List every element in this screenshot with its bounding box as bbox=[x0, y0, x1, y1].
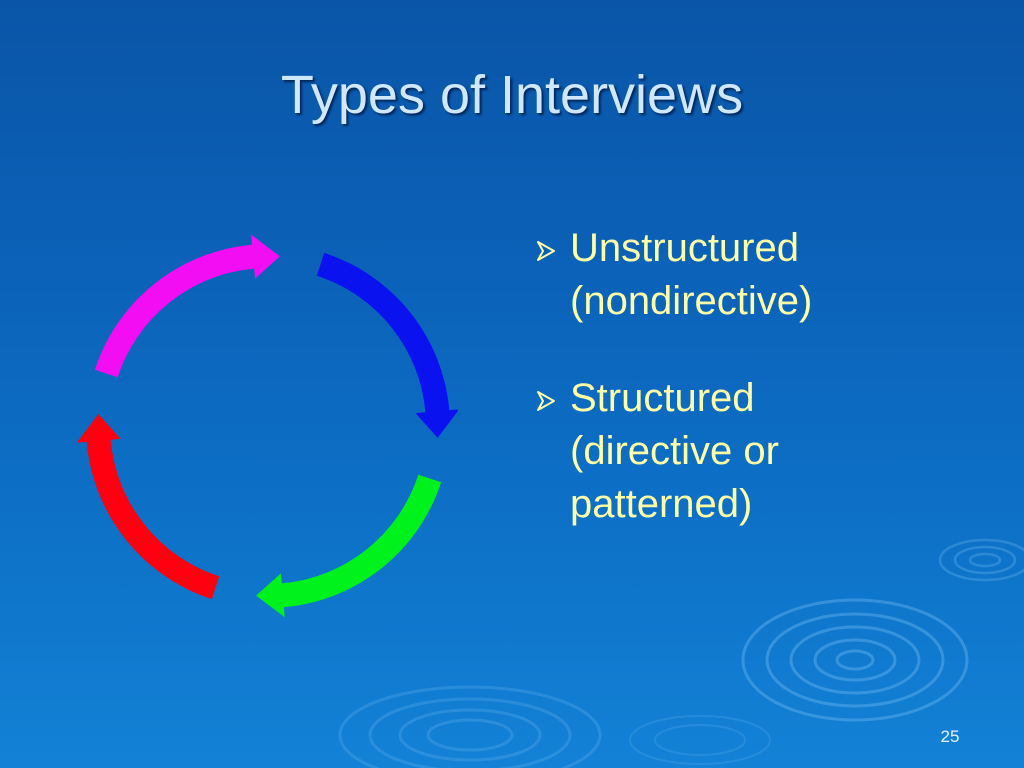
bullet-list: Unstructured (nondirective) Structured (… bbox=[534, 222, 1004, 575]
slide-title: Types of Interviews bbox=[280, 65, 744, 125]
slide-number: 25 bbox=[940, 727, 960, 746]
bullet-item-unstructured: Unstructured (nondirective) bbox=[534, 222, 1004, 328]
bullet-item-structured: Structured (directive or patterned) bbox=[534, 372, 1004, 531]
green-arrow bbox=[256, 474, 442, 618]
bullet-text-line: patterned) bbox=[570, 482, 753, 526]
magenta-arrow bbox=[94, 234, 280, 378]
arrow-head-bullet-icon bbox=[537, 241, 555, 261]
arrow-head-bullet-icon bbox=[537, 391, 555, 411]
red-arrow bbox=[78, 414, 220, 600]
cycle-diagram bbox=[78, 234, 458, 618]
bullet-text-line: (directive or bbox=[570, 429, 779, 473]
bullet-text-line: Structured bbox=[570, 376, 755, 420]
bullet-text-line: Unstructured bbox=[570, 226, 799, 270]
blue-arrow bbox=[316, 252, 458, 438]
bullet-text-line: (nondirective) bbox=[570, 279, 813, 323]
